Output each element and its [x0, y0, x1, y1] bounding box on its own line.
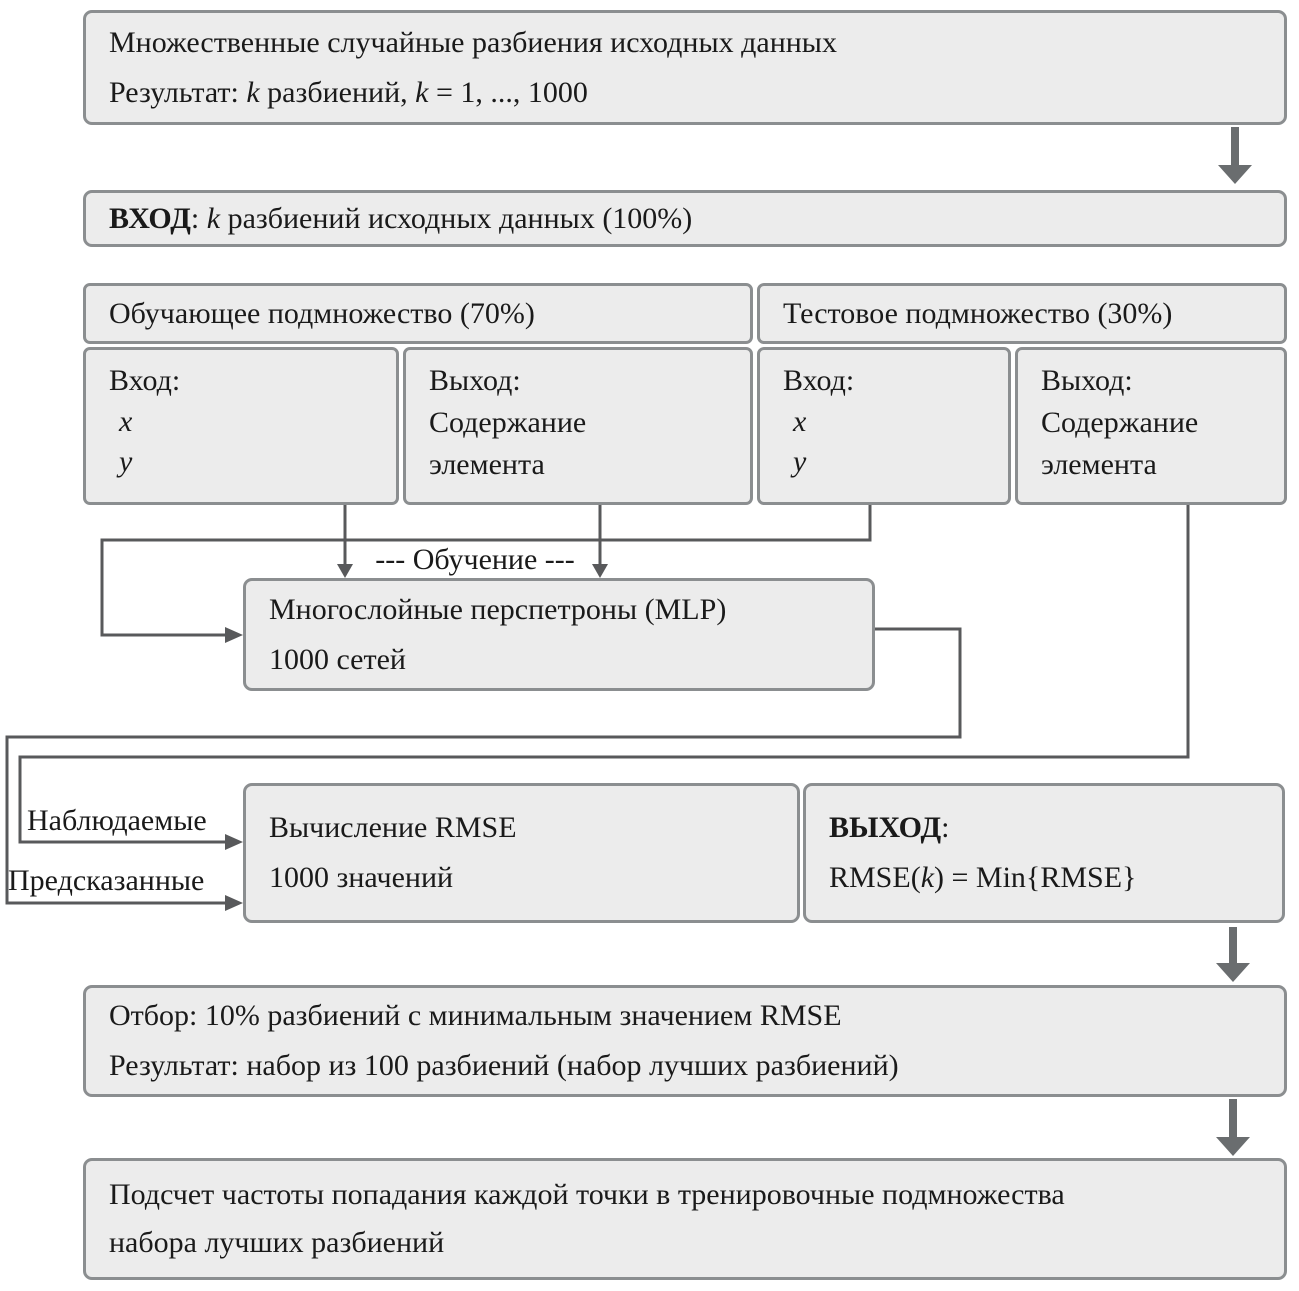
selection-line2: Результат: набор из 100 разбиений (набор…: [109, 1049, 899, 1082]
k-var3: k: [206, 201, 221, 235]
k-var2: k: [415, 75, 429, 109]
box-selection: Отбор: 10% разбиений с минимальным значе…: [83, 985, 1287, 1097]
output-colon: :: [941, 811, 950, 844]
box-random-splits: Множественные случайные разбиения исходн…: [83, 10, 1287, 125]
wire-test-input-to-mlp: [100, 505, 872, 643]
formula-post: ) = Min{RMSE}: [934, 861, 1137, 894]
result-text: Результат:: [109, 75, 247, 109]
arrow-splits-to-input: [1218, 127, 1252, 184]
formula-pre: RMSE(: [829, 861, 921, 894]
cell-values: x y: [783, 402, 998, 482]
x-var: x: [119, 405, 133, 438]
output-keyword: ВЫХОД: [829, 811, 942, 844]
box-frequency: Подсчет частоты попадания каждой точки в…: [83, 1158, 1287, 1280]
y-var: y: [119, 445, 133, 478]
table-header-train: Обучающее подмножество (70%): [83, 283, 753, 344]
k-var4: k: [920, 861, 935, 894]
frequency-line2: набора лучших разбиений: [109, 1226, 445, 1259]
cell-label: Вход:: [783, 364, 855, 397]
box-output: ВЫХОД: RMSE(k) = Min{RMSE}: [803, 783, 1285, 923]
rmse-line1: Вычисление RMSE: [269, 811, 517, 844]
frequency-line1: Подсчет частоты попадания каждой точки в…: [109, 1178, 1065, 1211]
input-keyword: ВХОД: [109, 201, 191, 235]
cell-test-output: Выход: Содержание элемента: [1015, 347, 1287, 505]
box-input-line: ВХОД: k разбиений исходных данных (100%): [109, 194, 1274, 244]
cell-content-line2: элемента: [1041, 448, 1157, 481]
cell-values: x y: [109, 402, 386, 482]
output-formula: RMSE(k) = Min{RMSE}: [829, 853, 1272, 903]
y-var: y: [793, 445, 807, 478]
result-text3: = 1, ..., 1000: [428, 75, 588, 109]
box-rmse: Вычисление RMSE 1000 значений: [243, 783, 800, 923]
cell-test-input: Вход: x y: [757, 347, 1011, 505]
box-random-splits-line2: Результат: k разбиений, k = 1, ..., 1000: [109, 68, 1274, 118]
cell-content-line1: Содержание: [429, 406, 587, 439]
cell-train-output: Выход: Содержание элемента: [403, 347, 753, 505]
wire-observed-to-rmse: [18, 505, 1190, 850]
x-var: x: [793, 405, 807, 438]
rmse-line2: 1000 значений: [269, 861, 454, 894]
cell-label: Выход:: [1041, 364, 1133, 397]
arrow-selection-to-frequency: [1216, 1099, 1250, 1156]
wire-predicted-to-rmse: [5, 627, 962, 911]
k-var: k: [246, 75, 260, 109]
cell-content-line2: элемента: [429, 448, 545, 481]
test-header-label: Тестовое подмножество (30%): [783, 296, 1173, 330]
mlp-line2: 1000 сетей: [269, 642, 406, 676]
box-mlp: Многослойные перспетроны (MLP) 1000 сете…: [243, 578, 875, 691]
observed-label: Наблюдаемые: [27, 804, 207, 837]
input-sep: :: [190, 201, 207, 235]
result-text2: разбиений,: [259, 75, 416, 109]
input-rest: разбиений исходных данных (100%): [220, 201, 693, 235]
box-random-splits-line1: Множественные случайные разбиения исходн…: [109, 25, 837, 59]
output-line1: ВЫХОД:: [829, 803, 1272, 853]
arrow-output-to-selection: [1216, 927, 1250, 982]
table-header-test: Тестовое подмножество (30%): [757, 283, 1287, 344]
training-label: --- Обучение ---: [375, 543, 575, 576]
train-header-label: Обучающее подмножество (70%): [109, 296, 535, 330]
box-input: ВХОД: k разбиений исходных данных (100%): [83, 190, 1287, 247]
selection-line1: Отбор: 10% разбиений с минимальным значе…: [109, 999, 842, 1032]
wire-train-output-to-mlp: [592, 505, 608, 578]
cell-content-line1: Содержание: [1041, 406, 1199, 439]
predicted-label: Предсказанные: [8, 864, 205, 897]
cell-label: Выход:: [429, 364, 521, 397]
wire-train-input-to-mlp: [337, 505, 353, 578]
cell-label: Вход:: [109, 364, 181, 397]
cell-train-input: Вход: x y: [83, 347, 399, 505]
mlp-line1: Многослойные перспетроны (MLP): [269, 592, 727, 626]
